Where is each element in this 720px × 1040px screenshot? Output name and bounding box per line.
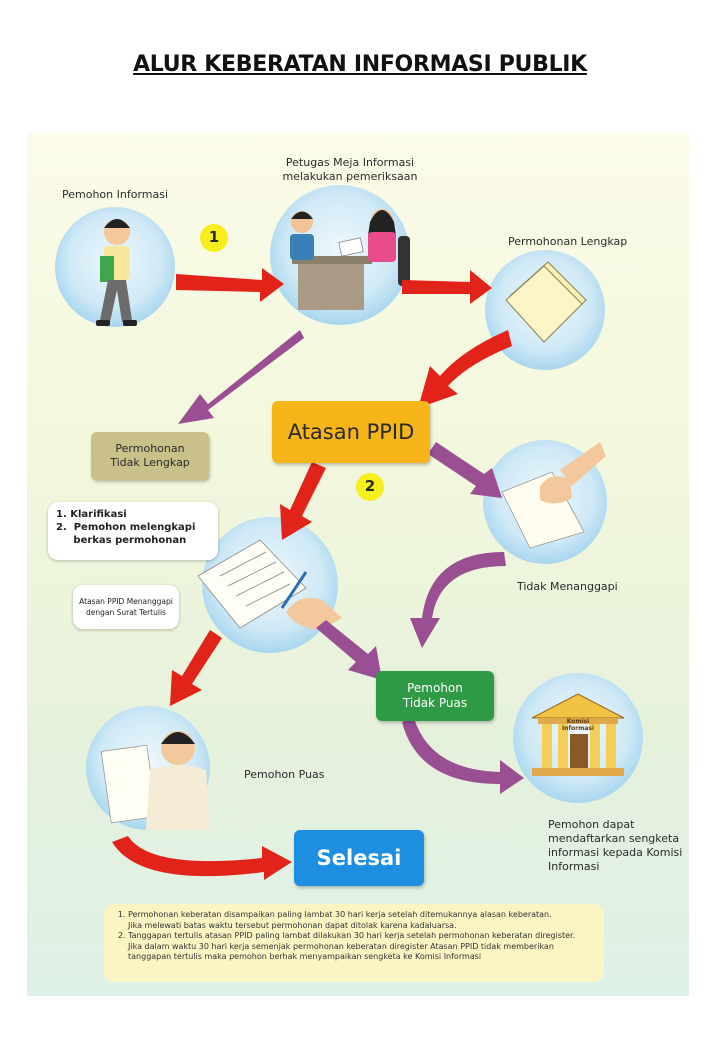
tidak-lengkap-steps-bubble: 1. Klarifikasi 2. Pemohon melengkapi ber… <box>48 502 218 560</box>
komisi-sign: Komisi Informasi <box>561 718 595 732</box>
komisi-building <box>531 693 625 776</box>
permohonan-lengkap-documents <box>505 261 587 343</box>
notes-box: Permohonan keberatan disampaikan paling … <box>104 904 604 982</box>
pemohon-dapat-label: Pemohon dapat mendaftarkan sengketa info… <box>548 818 683 873</box>
petugas-figures <box>290 209 410 310</box>
note-item-2: Tanggapan tertulis atasan PPID paling la… <box>128 931 594 963</box>
red-arrows <box>112 268 512 880</box>
step-1-number: 1 <box>208 228 220 246</box>
permohonan-tidak-lengkap-box: Permohonan Tidak Lengkap <box>91 432 209 480</box>
atasan-ppid-box: Atasan PPID <box>272 401 430 463</box>
menanggapi-bubble: Atasan PPID Menanggapi dengan Surat Tert… <box>73 585 179 629</box>
pemohon-tidak-puas-box: Pemohon Tidak Puas <box>376 671 494 721</box>
pemohon-informasi-figure <box>96 219 137 326</box>
note-item-1: Permohonan keberatan disampaikan paling … <box>128 910 594 931</box>
tidak-menanggapi-label: Tidak Menanggapi <box>517 580 618 593</box>
tidak-menanggapi-paper-hand <box>501 442 606 549</box>
permohonan-lengkap-label: Permohonan Lengkap <box>508 235 628 248</box>
klarifikasi-step: 1. Klarifikasi <box>56 509 127 520</box>
step-1-badge <box>200 224 228 252</box>
purple-arrows <box>178 330 524 794</box>
selesai-box: Selesai <box>294 830 424 886</box>
pemohon-puas-label: Pemohon Puas <box>244 768 325 781</box>
step-2-badge <box>356 473 384 501</box>
step-2-number: 2 <box>364 477 376 495</box>
page-title: ALUR KEBERATAN INFORMASI PUBLIK <box>133 52 587 77</box>
pemohon-informasi-label: Pemohon Informasi <box>62 188 169 201</box>
petugas-label: Petugas Meja Informasi melakukan pemerik… <box>282 156 418 183</box>
pemohon-puas-figure <box>100 731 210 830</box>
melengkapi-step: 2. Pemohon melengkapi berkas permohonan <box>56 522 196 546</box>
